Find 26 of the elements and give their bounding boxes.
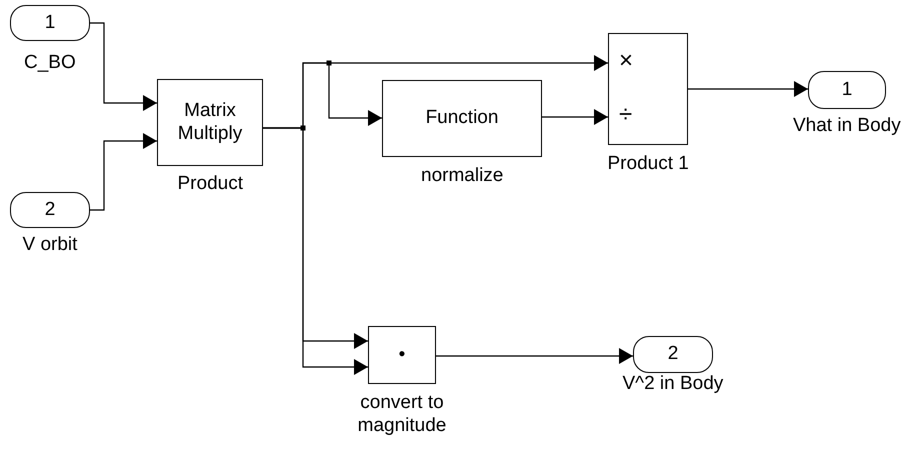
block-label: normalize — [421, 165, 504, 188]
block-label: Product — [178, 173, 243, 196]
divide-sign: ÷ — [619, 102, 632, 128]
port-label: V^2 in Body — [622, 373, 724, 396]
product-block — [608, 33, 688, 145]
signal-arrow — [688, 81, 808, 97]
block-box — [157, 79, 263, 166]
signal-arrow — [90, 133, 157, 211]
block-label: Product 1 — [608, 153, 689, 176]
port-number: 2 — [44, 198, 56, 222]
signal-arrow — [436, 348, 633, 364]
block-label: convert to magnitude — [356, 392, 448, 438]
port-label: C_BO — [24, 52, 76, 75]
port-label: Vhat in Body — [793, 115, 901, 138]
multiply-sign: × — [619, 48, 634, 74]
port-number: 1 — [44, 12, 56, 34]
port-label: V orbit — [22, 234, 78, 257]
block-box — [382, 80, 542, 157]
block-text: • — [398, 344, 406, 366]
block-text: Function — [426, 107, 498, 130]
signal-arrow — [90, 22, 157, 111]
port-number: 2 — [668, 343, 678, 366]
port-number: 1 — [842, 78, 852, 102]
block-text: Matrix Multiply — [176, 100, 244, 146]
signal-arrow — [542, 109, 608, 125]
block-box — [368, 326, 436, 384]
